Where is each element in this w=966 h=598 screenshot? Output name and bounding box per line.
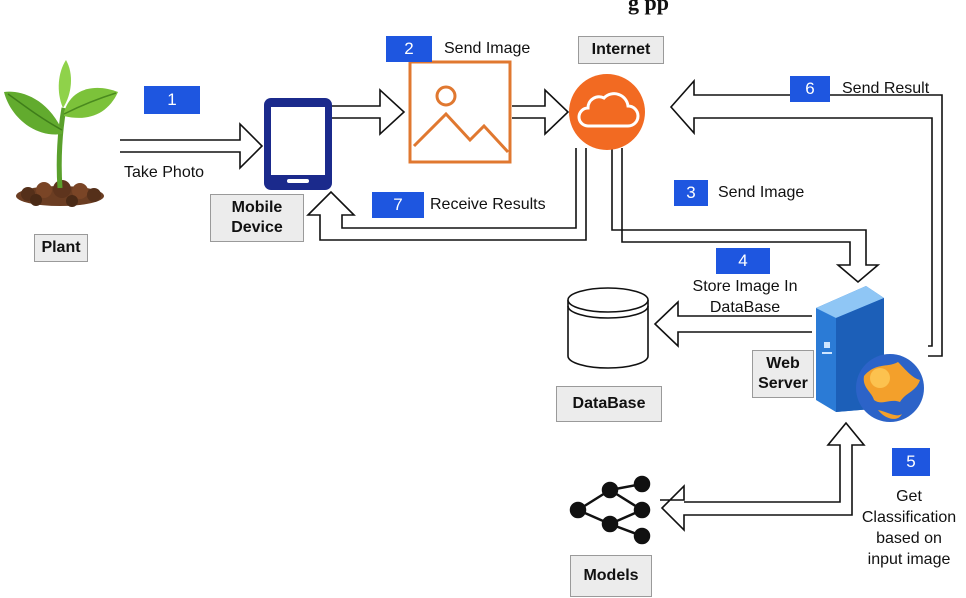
phone-icon bbox=[264, 98, 332, 190]
models-label: Models bbox=[570, 555, 652, 597]
database-label: DataBase bbox=[556, 386, 662, 422]
image-icon bbox=[408, 60, 512, 164]
arrow-models-to-server bbox=[660, 421, 866, 532]
step-7-label: Receive Results bbox=[430, 196, 546, 213]
step-2-label: Send Image bbox=[444, 40, 531, 57]
arrow-phone-to-image bbox=[332, 88, 406, 136]
database-icon bbox=[567, 287, 649, 369]
cloud-icon bbox=[569, 74, 645, 150]
diagram-heading-partial: g pp bbox=[628, 0, 669, 15]
web-server-label: Web Server bbox=[752, 350, 814, 398]
plant-icon bbox=[4, 60, 118, 207]
step-1-badge: 1 bbox=[144, 86, 200, 114]
step-5-badge: 5 bbox=[892, 448, 930, 476]
step-6-label: Send Result bbox=[842, 80, 930, 97]
step-4-badge: 4 bbox=[716, 248, 770, 274]
arrow-cloud-to-phone bbox=[306, 148, 587, 241]
mobile-device-label: Mobile Device bbox=[210, 194, 304, 242]
arrow-server-to-cloud bbox=[669, 78, 943, 357]
arrow-plant-to-phone bbox=[120, 122, 264, 170]
step-1-label: Take Photo bbox=[124, 164, 205, 181]
arrow-image-to-cloud bbox=[512, 88, 570, 136]
step-7-badge: 7 bbox=[372, 192, 424, 218]
step-4-label: Store Image In DataBase bbox=[692, 278, 798, 316]
internet-label: Internet bbox=[578, 36, 664, 64]
arrow-server-to-database bbox=[653, 300, 812, 348]
arrow-cloud-to-server bbox=[611, 148, 881, 284]
network-icon bbox=[569, 475, 651, 545]
globe-icon bbox=[856, 354, 924, 422]
step-6-badge: 6 bbox=[790, 76, 830, 102]
plant-label: Plant bbox=[34, 234, 88, 262]
step-3-label: Send Image bbox=[718, 184, 805, 201]
step-3-badge: 3 bbox=[674, 180, 708, 206]
step-2-badge: 2 bbox=[386, 36, 432, 62]
step-5-label: Get Classification based on input image bbox=[861, 488, 957, 568]
